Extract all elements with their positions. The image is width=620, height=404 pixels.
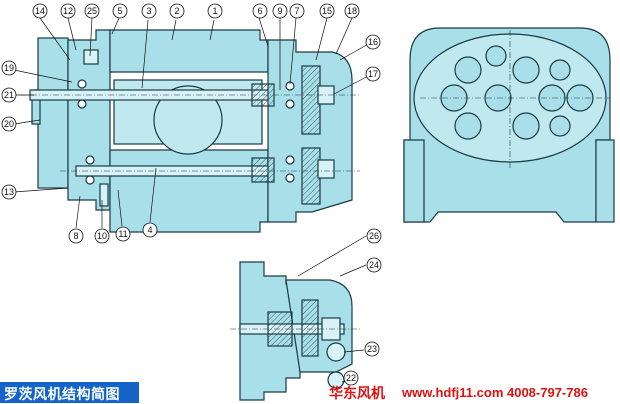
callout-labels: 1 2 3 4 5 6 7 8 9 10 11 12 13 14 15 16 1… [1,3,382,386]
svg-text:5: 5 [117,6,122,16]
svg-text:10: 10 [97,231,107,241]
timing-gear-lower [301,147,321,205]
svg-text:3: 3 [146,6,151,16]
contact-info: www.hdfj11.com 4008-797-786 [402,385,588,400]
svg-text:23: 23 [367,344,377,354]
callout-25: 25 [84,3,100,19]
svg-text:20: 20 [4,119,14,129]
bearing-set-lower [85,155,295,185]
svg-text:8: 8 [73,231,78,241]
svg-text:26: 26 [369,231,379,241]
callout-6: 6 [252,3,268,19]
diagram-caption: 罗茨风机结构简图 [4,387,120,403]
callout-16: 16 [365,34,381,50]
svg-text:11: 11 [118,229,127,239]
shaft-nut-lower [317,159,335,179]
callout-23: 23 [364,341,380,357]
callout-9: 9 [272,3,288,19]
rotor-circle [153,85,223,155]
caption-banner: 罗茨风机结构简图 [0,382,139,403]
callout-5: 5 [112,3,128,19]
detail-view [230,261,360,401]
callout-1: 1 [207,3,223,19]
svg-text:19: 19 [4,63,14,73]
svg-text:24: 24 [369,260,379,270]
main-sectional-view [20,29,360,233]
end-view-base [403,139,425,223]
svg-text:6: 6 [257,6,262,16]
callout-22: 22 [343,370,359,386]
callout-4: 4 [142,222,158,238]
svg-text:4: 4 [147,225,152,235]
svg-text:13: 13 [4,187,14,197]
callout-8: 8 [68,228,84,244]
callout-13: 13 [1,184,17,200]
brand-name: 华东风机 [329,386,385,402]
callout-2: 2 [169,3,185,19]
oil-plug [326,342,346,362]
svg-text:16: 16 [368,37,378,47]
callout-26: 26 [366,228,382,244]
callout-3: 3 [141,3,157,19]
svg-text:15: 15 [322,6,332,16]
detail-gear [301,299,319,357]
svg-text:17: 17 [368,69,378,79]
callout-18: 18 [344,3,360,19]
callout-10: 10 [94,228,110,244]
casing-lower [109,149,269,233]
callout-12: 12 [60,3,76,19]
callout-20: 20 [1,116,17,132]
callout-15: 15 [319,3,335,19]
svg-text:22: 22 [346,373,356,383]
callout-19: 19 [1,60,17,76]
svg-text:2: 2 [174,6,179,16]
svg-text:14: 14 [35,6,45,16]
end-view [403,27,615,223]
svg-text:18: 18 [347,6,357,16]
svg-text:9: 9 [277,6,282,16]
callout-7: 7 [289,3,305,19]
drive-coupling [37,37,69,189]
svg-text:12: 12 [63,6,73,16]
callout-24: 24 [366,257,382,273]
leader-lines [13,17,373,383]
casing-upper [109,29,269,73]
callout-14: 14 [32,3,48,19]
svg-text:1: 1 [212,6,217,16]
callout-17: 17 [365,66,381,82]
svg-text:7: 7 [294,6,299,16]
timing-gear-upper [301,65,321,135]
svg-text:21: 21 [4,90,14,100]
callout-11: 11 [115,226,131,242]
callout-21: 21 [1,87,17,103]
svg-text:25: 25 [87,6,97,16]
